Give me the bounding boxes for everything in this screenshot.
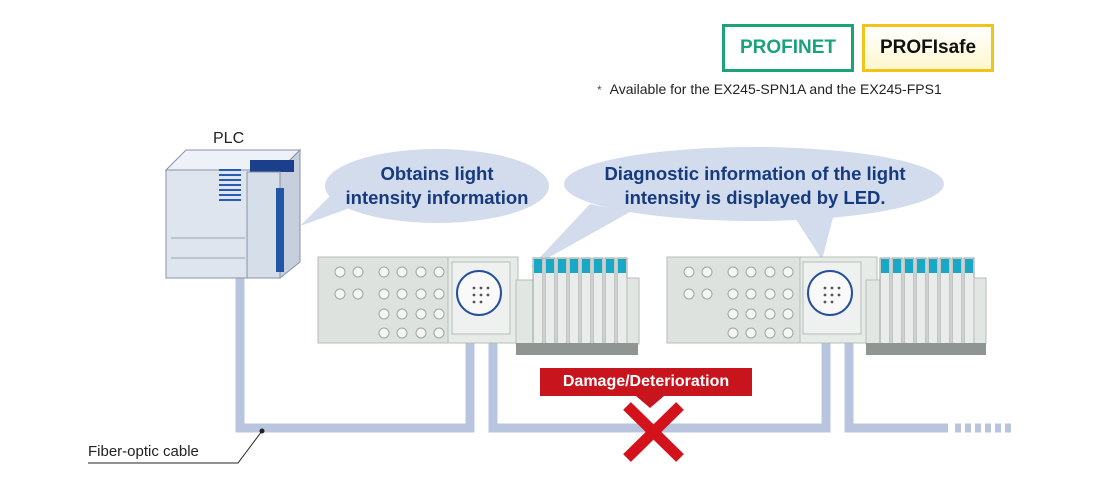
damage-label: Damage/Deterioration [540, 368, 752, 396]
fiber-label-leader [88, 430, 263, 464]
note-asterisk: * [597, 83, 602, 97]
bubble-right-line-1: Diagnostic information of the light [604, 163, 906, 184]
bubble-left-line-2: intensity information [345, 187, 529, 208]
profisafe-badge: PROFIsafe [862, 24, 994, 72]
bubble-left-line-1: Obtains light [380, 163, 494, 184]
damage-label-pointer [636, 396, 664, 408]
note-text: Available for the EX245-SPN1A and the EX… [609, 81, 942, 97]
damage-cross-icon [623, 402, 684, 462]
speech-bubble-right [530, 147, 944, 268]
availability-note: * Available for the EX245-SPN1A and the E… [597, 81, 942, 97]
bubble-right-text: Diagnostic information of the light inte… [575, 162, 935, 210]
bubble-left-text: Obtains light intensity information [332, 162, 542, 210]
fiber-label-dot [259, 428, 265, 434]
valve-manifold-2 [666, 256, 987, 355]
profinet-badge: PROFINET [722, 24, 854, 72]
fiber-optic-cable-label: Fiber-optic cable [88, 443, 199, 460]
valve-manifold-1 [317, 256, 640, 355]
speech-bubble-left [300, 149, 549, 226]
plc-label: PLC [213, 130, 245, 147]
bubble-right-line-2: intensity is displayed by LED. [624, 187, 886, 208]
plc-unit [164, 148, 302, 280]
